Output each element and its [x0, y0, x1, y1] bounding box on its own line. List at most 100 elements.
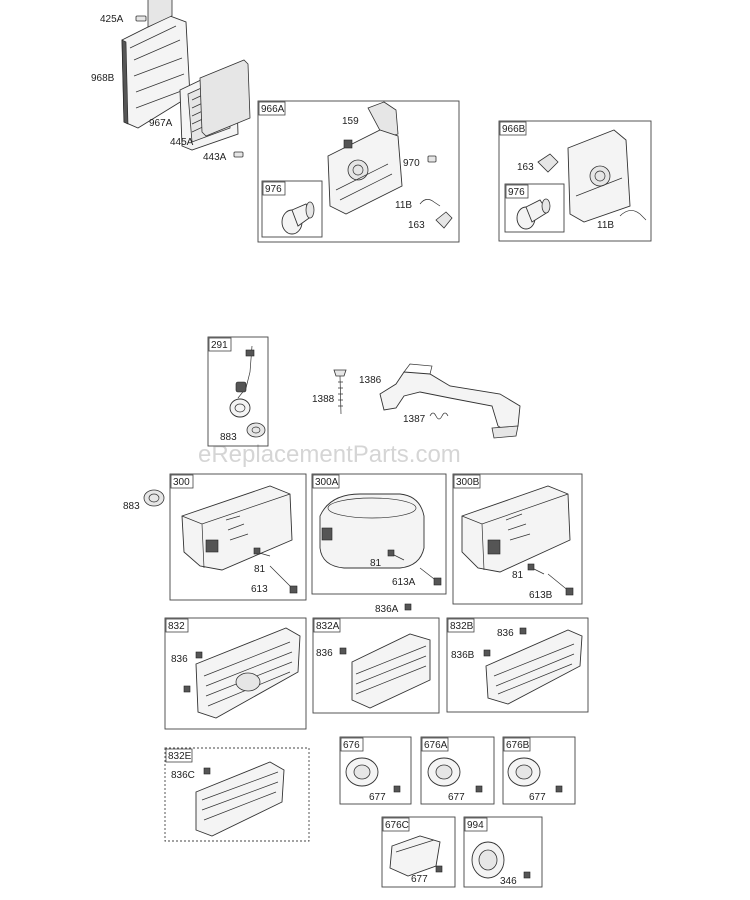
part-label-883-b[interactable]: 883 — [123, 501, 140, 512]
bolt-1388 — [333, 369, 347, 415]
part-label-1386[interactable]: 1386 — [359, 375, 382, 386]
screen-676B — [507, 757, 541, 787]
group-676A: 676A 677 — [420, 736, 495, 805]
heat-shield-832A — [351, 633, 431, 709]
group-300B: 300B 81 613B — [452, 473, 583, 605]
box-label-832B[interactable]: 832B — [450, 621, 474, 632]
screw-836B — [483, 649, 491, 657]
part-label-163-a[interactable]: 163 — [408, 220, 425, 231]
part-label-163-b[interactable]: 163 — [517, 162, 534, 173]
part-label-445A[interactable]: 445A — [170, 137, 194, 148]
part-label-81-c[interactable]: 81 — [512, 570, 524, 581]
box-label-832[interactable]: 832 — [168, 621, 185, 632]
screw-836-c — [519, 627, 527, 635]
part-label-970[interactable]: 970 — [403, 158, 420, 169]
box-label-832A[interactable]: 832A — [316, 621, 340, 632]
screw-677-b — [475, 785, 483, 793]
screw-346 — [523, 871, 531, 879]
box-label-291[interactable]: 291 — [211, 340, 228, 351]
part-label-836C[interactable]: 836C — [171, 770, 195, 781]
muffler-300A — [319, 493, 425, 569]
deflector-994 — [471, 841, 505, 879]
box-label-676C[interactable]: 676C — [385, 820, 409, 831]
group-300: 300 81 613 — [169, 473, 307, 601]
screw-425A — [135, 15, 147, 22]
heat-shield-832B — [485, 629, 583, 705]
group-966B: 966B 163 976 11B — [498, 120, 652, 242]
group-832: 832 836 — [164, 617, 307, 730]
part-label-967A[interactable]: 967A — [149, 118, 173, 129]
part-label-425A[interactable]: 425A — [100, 14, 124, 25]
box-label-676[interactable]: 676 — [343, 740, 360, 751]
group-832E: 832E 836C — [164, 747, 310, 842]
part-label-81-b[interactable]: 81 — [370, 558, 382, 569]
part-label-677-b[interactable]: 677 — [448, 792, 465, 803]
box-label-832E[interactable]: 832E — [168, 751, 192, 762]
part-label-677-c[interactable]: 677 — [529, 792, 546, 803]
part-label-836-b[interactable]: 836 — [316, 648, 333, 659]
part-label-1387[interactable]: 1387 — [403, 414, 426, 425]
part-label-613[interactable]: 613 — [251, 584, 268, 595]
box-label-994[interactable]: 994 — [467, 820, 484, 831]
part-label-159[interactable]: 159 — [342, 116, 359, 127]
screw-677-a — [393, 785, 401, 793]
part-label-836-a[interactable]: 836 — [171, 654, 188, 665]
part-label-81-a[interactable]: 81 — [254, 564, 266, 575]
box-label-300B[interactable]: 300B — [456, 477, 480, 488]
group-291: 291 883 — [207, 336, 269, 447]
choke-part-976-a — [281, 201, 315, 235]
muffler-300B — [461, 485, 571, 573]
clip-11B-a — [419, 199, 441, 207]
group-300A: 300A 81 613A — [311, 473, 447, 595]
screw-677-c — [555, 785, 563, 793]
clip-11B-b — [619, 210, 647, 221]
group-994: 994 346 — [463, 816, 543, 888]
group-832A: 832A 836 — [312, 617, 440, 714]
part-label-11B-a[interactable]: 11B — [395, 200, 412, 211]
group-966A: 966A 159 970 976 11B 163 — [257, 100, 460, 243]
air-cleaner-group: 425A 968B 967A 445A 443A — [91, 0, 251, 163]
part-label-613B[interactable]: 613B — [529, 590, 553, 601]
group-676B: 676B 677 — [502, 736, 576, 805]
part-label-836B[interactable]: 836B — [451, 650, 475, 661]
choke-part-976-b — [516, 198, 551, 230]
box-label-676A[interactable]: 676A — [424, 740, 448, 751]
part-label-443A[interactable]: 443A — [203, 152, 227, 163]
box-label-976-a[interactable]: 976 — [265, 184, 282, 195]
screw-836-b — [339, 647, 347, 655]
stud-81-a — [253, 547, 271, 557]
part-label-836-c[interactable]: 836 — [497, 628, 514, 639]
part-label-677-d[interactable]: 677 — [411, 874, 428, 885]
screen-676 — [345, 757, 379, 787]
screen-676A — [427, 757, 461, 787]
part-label-883-a[interactable]: 883 — [220, 432, 237, 443]
governor-part-291 — [229, 345, 255, 418]
bracket-1386 — [379, 363, 521, 439]
box-label-966A[interactable]: 966A — [261, 104, 285, 115]
screw-677-d — [435, 865, 443, 873]
part-label-346[interactable]: 346 — [500, 876, 517, 887]
box-label-300A[interactable]: 300A — [315, 477, 339, 488]
spring-1387 — [429, 412, 449, 420]
heat-shield-832 — [195, 627, 301, 719]
box-label-676B[interactable]: 676B — [506, 740, 530, 751]
gasket-163-b — [537, 153, 559, 173]
stud-81-b — [387, 549, 405, 561]
part-label-11B-b[interactable]: 11B — [597, 220, 614, 231]
part-label-968B[interactable]: 968B — [91, 73, 115, 84]
bolt-613B — [547, 573, 574, 596]
watermark-text: eReplacementParts.com — [198, 441, 461, 468]
part-label-613A[interactable]: 613A — [392, 577, 416, 588]
carburetor-body-966A — [327, 101, 403, 215]
box-label-976-b[interactable]: 976 — [508, 187, 525, 198]
gasket-445A — [199, 59, 251, 137]
exhaust-bracket-group: 1386 1388 1387 — [312, 363, 521, 439]
box-label-966B[interactable]: 966B — [502, 124, 526, 135]
part-label-677-a[interactable]: 677 — [369, 792, 386, 803]
part-label-1388[interactable]: 1388 — [312, 394, 335, 405]
carburetor-body-966B — [567, 129, 631, 223]
part-label-836A[interactable]: 836A — [375, 604, 399, 615]
group-832B: 832B 836 836B — [446, 617, 589, 713]
box-label-300[interactable]: 300 — [173, 477, 190, 488]
